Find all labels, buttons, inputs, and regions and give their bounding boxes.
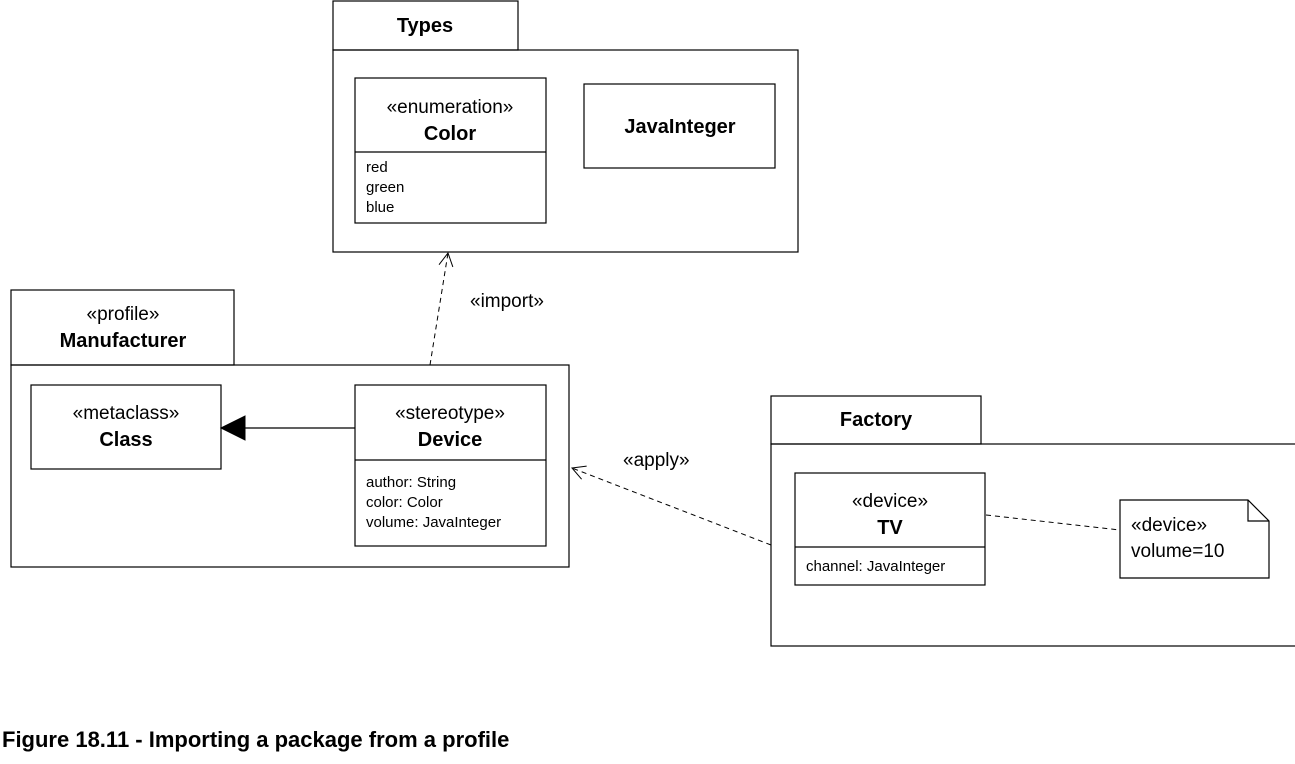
package-types-name: Types xyxy=(397,15,453,37)
color-stereotype: «enumeration» xyxy=(387,97,514,118)
device-name: Device xyxy=(418,429,483,451)
class-metaclass: «metaclass» Class xyxy=(30,384,222,470)
tv-name: TV xyxy=(877,517,903,539)
manufacturer-name: Manufacturer xyxy=(60,330,187,352)
apply-dependency: «apply» xyxy=(571,450,772,546)
package-types: Types xyxy=(332,0,799,253)
metaclass-stereotype: «metaclass» xyxy=(73,403,180,424)
class-java-integer: JavaInteger xyxy=(583,83,776,169)
metaclass-name: Class xyxy=(99,429,152,451)
color-name: Color xyxy=(424,123,476,145)
package-factory-name: Factory xyxy=(840,409,913,431)
note-stereotype: «device» xyxy=(1131,515,1207,536)
import-label: «import» xyxy=(470,291,544,312)
color-literal: red xyxy=(366,159,388,176)
note-value: volume=10 xyxy=(1131,541,1224,562)
device-stereotype: «stereotype» xyxy=(395,403,505,424)
device-attribute: color: Color xyxy=(366,494,443,511)
tv-stereotype: «device» xyxy=(852,491,928,512)
manufacturer-stereotype: «profile» xyxy=(87,304,160,325)
apply-label: «apply» xyxy=(623,450,690,471)
class-color: «enumeration» Color red green blue xyxy=(354,77,547,224)
color-literal: green xyxy=(366,179,404,196)
java-integer-name: JavaInteger xyxy=(624,116,735,138)
extension-arrow xyxy=(219,415,355,441)
figure-caption: Figure 18.11 - Importing a package from … xyxy=(2,727,509,752)
tv-attribute: channel: JavaInteger xyxy=(806,558,945,575)
import-dependency: «import» xyxy=(429,251,544,366)
device-attribute: volume: JavaInteger xyxy=(366,514,501,531)
color-literal: blue xyxy=(366,199,394,216)
class-device: «stereotype» Device author: String color… xyxy=(354,384,547,547)
device-attribute: author: String xyxy=(366,474,456,491)
note-anchor-line xyxy=(985,514,1121,531)
note-device: «device» volume=10 xyxy=(1119,499,1270,579)
class-tv: «device» TV channel: JavaInteger xyxy=(794,472,986,586)
package-manufacturer: «profile» Manufacturer xyxy=(10,289,570,568)
